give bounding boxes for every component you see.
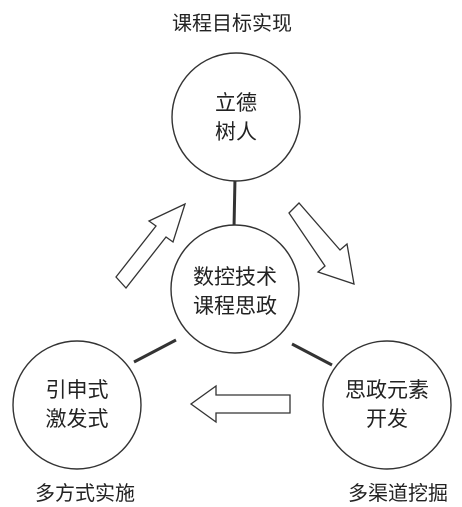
node-center-label-2: 课程思政 <box>193 294 277 318</box>
connector-right <box>291 342 333 367</box>
bottom-left-caption: 多方式实施 <box>35 481 135 505</box>
node-center <box>170 224 300 354</box>
top-caption: 课程目标实现 <box>172 11 292 35</box>
node-left-label-1: 引申式 <box>46 378 109 402</box>
node-left <box>12 340 142 470</box>
connector-left <box>133 338 177 364</box>
node-top-label-2: 树人 <box>215 120 257 144</box>
node-top <box>171 52 301 182</box>
node-left-label-2: 激发式 <box>46 407 109 431</box>
node-top-label-1: 立德 <box>215 91 257 115</box>
arrow-up-right-icon <box>115 202 187 290</box>
arrow-down-right-icon <box>288 202 355 285</box>
node-right-label-1: 思政元素 <box>345 378 429 402</box>
node-right-label-2: 开发 <box>366 407 408 431</box>
connector-top <box>232 177 237 229</box>
node-center-label-1: 数控技术 <box>193 265 277 289</box>
bottom-right-caption: 多渠道挖掘 <box>348 481 448 505</box>
arrow-left-icon <box>189 384 291 424</box>
node-right <box>322 340 452 470</box>
